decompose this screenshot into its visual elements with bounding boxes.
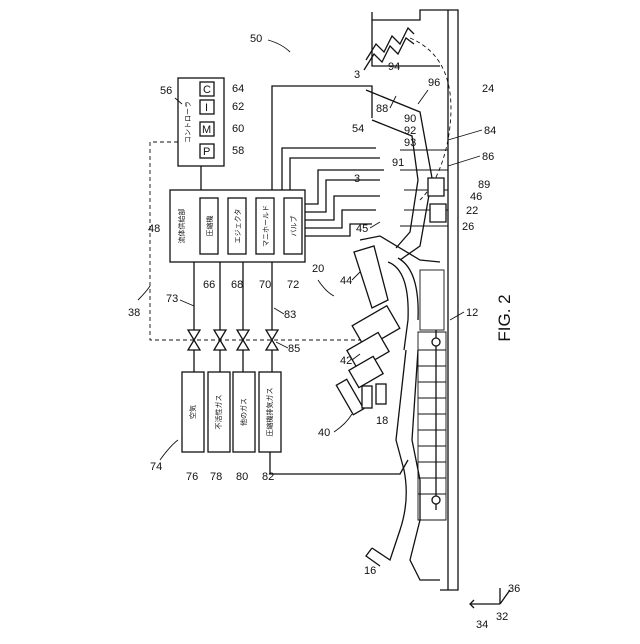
ref-38: 38: [128, 307, 140, 319]
flow-system-label: 流体供給部: [177, 209, 186, 244]
ref-92: 92: [404, 125, 416, 137]
ref-40: 40: [318, 427, 330, 439]
ref-54: 54: [352, 123, 364, 135]
ref-42: 42: [340, 355, 352, 367]
figure-title: FIG. 2: [495, 294, 514, 341]
part-compressor-label: 圧縮機: [205, 216, 214, 237]
combustor-liner: [366, 90, 432, 260]
ref-source-compressor-exhaust: 82: [262, 471, 274, 483]
ref-module-i: 62: [232, 101, 244, 113]
controller: コントローラ 56 C 64 I 62 M 60 P 58: [160, 78, 244, 166]
ref-part-compressor: 66: [203, 279, 215, 291]
ref-36: 36: [508, 583, 520, 595]
ref-34: 34: [476, 619, 488, 631]
ref-3b: 3: [354, 173, 360, 185]
source-compressor-exhaust-label: 圧縮機排気ガス: [265, 388, 274, 437]
source-other-gas-label: 他のガス: [239, 398, 248, 426]
part-valve-label: バルブ: [289, 216, 298, 237]
ref-source-air: 76: [186, 471, 198, 483]
ref-93: 93: [404, 137, 416, 149]
ref-32: 32: [496, 611, 508, 623]
compressor-casing: [372, 350, 406, 560]
ref-22: 22: [466, 205, 478, 217]
ref-88: 88: [376, 103, 388, 115]
ref-12: 12: [466, 307, 478, 319]
ref-module-c: 64: [232, 83, 244, 95]
exhaust-return-line: [270, 452, 408, 474]
ref-20: 20: [312, 263, 324, 275]
ref-flow-system: 48: [148, 223, 160, 235]
flow-system: 48 流体供給部 圧縮機 66 エジェクタ 68 マニホールド 70 バルブ 7…: [148, 190, 305, 291]
ref-85: 85: [288, 343, 300, 355]
module-letter-i: I: [205, 102, 208, 114]
ref-90: 90: [404, 113, 416, 125]
part-manifold-label: マニホールド: [262, 205, 270, 247]
ref-part-ejector: 68: [231, 279, 243, 291]
injector-44: [354, 246, 388, 308]
source-inert-gas-label: 不活性ガス: [214, 395, 223, 430]
ref-46: 46: [470, 191, 482, 203]
ref-73: 73: [166, 293, 178, 305]
ref-module-m: 60: [232, 123, 244, 135]
ref-18: 18: [376, 415, 388, 427]
ref-3a: 3: [354, 69, 360, 81]
source-air-label: 空気: [188, 405, 197, 419]
ref-part-manifold: 70: [259, 279, 271, 291]
fluid-sources: 空気 76 不活性ガス 78 他のガス 80 圧縮機排気ガス 82 74: [150, 372, 281, 483]
valve-2: [214, 330, 226, 350]
module-letter-m: M: [202, 124, 211, 136]
module-letter-c: C: [203, 84, 211, 96]
ref-45: 45: [356, 223, 368, 235]
ref-84: 84: [484, 125, 496, 137]
axis-indicator: 34 32 36: [470, 583, 520, 631]
ref-24: 24: [482, 83, 494, 95]
ref-96: 96: [428, 77, 440, 89]
ref-89: 89: [478, 179, 490, 191]
ref-sources-group: 74: [150, 461, 162, 473]
ref-part-valve: 72: [287, 279, 299, 291]
engine: [336, 10, 458, 590]
ref-source-inert-gas: 78: [210, 471, 222, 483]
ref-module-p: 58: [232, 145, 244, 157]
ref-83: 83: [284, 309, 296, 321]
ref-50: 50: [250, 33, 262, 45]
ref-91: 91: [392, 157, 404, 169]
ref-16: 16: [364, 565, 376, 577]
module-letter-p: P: [203, 146, 210, 158]
turbine-section: [418, 270, 446, 520]
part-ejector-label: エジェクタ: [233, 209, 242, 244]
controller-label: コントローラ: [184, 101, 192, 143]
ref-controller: 56: [160, 85, 172, 97]
ref-44: 44: [340, 275, 352, 287]
ref-86: 86: [482, 151, 494, 163]
ref-94: 94: [388, 61, 400, 73]
ref-source-other-gas: 80: [236, 471, 248, 483]
ref-26: 26: [462, 221, 474, 233]
